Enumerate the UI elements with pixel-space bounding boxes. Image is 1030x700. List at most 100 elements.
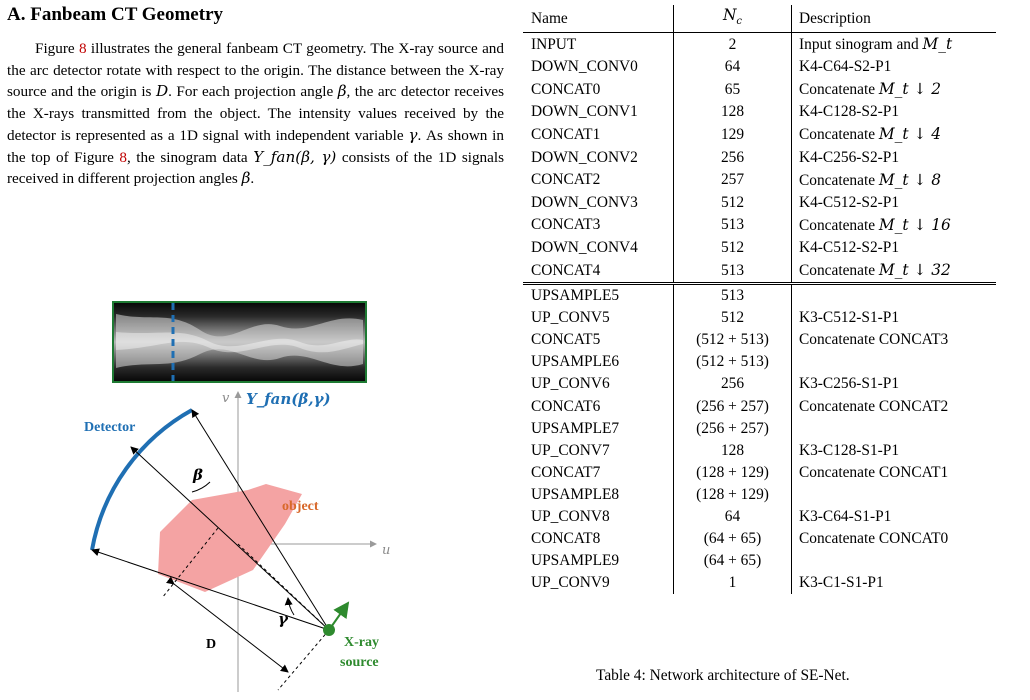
description-text: K3-C512-S1-P1 <box>799 309 900 327</box>
figure-reference-link[interactable]: 8 <box>119 148 127 166</box>
table-row: CONCAT7(128 + 129)Concatenate CONCAT1 <box>523 461 997 484</box>
channel-count-cell: (128 + 129) <box>673 461 792 484</box>
layer-name-cell: UP_CONV9 <box>531 574 610 592</box>
layer-description-cell: Concatenate CONCAT0 <box>792 528 997 550</box>
table-row: UPSAMPLE9(64 + 65) <box>523 550 997 573</box>
layer-name-cell: CONCAT0 <box>531 80 601 98</box>
layer-description-cell: K3-C512-S1-P1 <box>792 307 997 329</box>
beta-arc <box>191 481 211 493</box>
layer-name-cell: CONCAT8 <box>531 530 601 548</box>
layer-name-cell: UP_CONV5 <box>531 309 610 327</box>
layer-description-cell: K3-C128-S1-P1 <box>792 440 997 462</box>
channel-count-cell: (64 + 65) <box>673 550 792 573</box>
table-row: CONCAT5(512 + 513)Concatenate CONCAT3 <box>523 329 997 352</box>
channel-count-cell: (512 + 513) <box>673 351 792 374</box>
math-symbol: D <box>155 82 169 101</box>
v-axis-label: v <box>222 391 230 406</box>
description-math: M_t ↓ 2 <box>878 80 942 99</box>
figure-reference-link[interactable]: 8 <box>78 40 87 57</box>
description-text: Concatenate CONCAT2 <box>799 397 949 415</box>
channel-count-cell: 513 <box>673 213 792 237</box>
table-row: CONCAT6 (256 + 257) Concatenate CONCAT2 <box>523 395 996 418</box>
math-symbol: Y_fan(β, γ) <box>253 147 337 166</box>
layer-name-cell: UPSAMPLE8 <box>531 485 620 503</box>
layer-description-cell: K4-C256-S2-P1 <box>792 147 997 169</box>
channel-count-cell: (256 + 257) <box>673 395 792 418</box>
description-text: K4-C128-S2-P1 <box>799 103 900 121</box>
channel-count-cell: (512 + 513) <box>673 329 792 352</box>
layer-name-cell: INPUT <box>523 32 674 57</box>
layer-description-cell: Concatenate CONCAT1 <box>792 462 997 484</box>
layer-name-cell: CONCAT6 <box>531 397 601 415</box>
layer-description-cell: K3-C64-S1-P1 <box>792 506 997 528</box>
layer-description-cell: K4-C64-S2-P1 <box>792 56 997 78</box>
channel-count-cell: 256 <box>673 373 792 396</box>
layer-name-cell: CONCAT2 <box>531 171 601 189</box>
layer-name-cell: DOWN_CONV2 <box>531 148 638 166</box>
layer-description-cell: Input sinogram and M_t <box>791 32 996 57</box>
table-row: UPSAMPLE7(256 + 257) <box>523 417 996 440</box>
layer-name-cell: UPSAMPLE6 <box>531 353 620 371</box>
layer-description-cell <box>792 550 997 572</box>
description-math: M_t ↓ 16 <box>878 215 951 234</box>
layer-description-cell: Concatenate M_t ↓ 16 <box>792 214 997 237</box>
math-symbol: β <box>337 82 347 101</box>
layer-name-cell: UPSAMPLE7 <box>531 419 620 437</box>
description-text: Concatenate <box>799 171 879 189</box>
description-text: K3-C128-S1-P1 <box>799 441 900 459</box>
channel-count-cell: 513 <box>673 259 792 284</box>
channel-count-cell: 128 <box>673 101 792 124</box>
section-title: A. Fanbeam CT Geometry <box>7 4 224 25</box>
d-dimension <box>166 576 289 673</box>
channel-count-cell: 512 <box>673 236 792 260</box>
paragraph-text: . As shown in the top of Figure <box>7 126 504 166</box>
u-axis-label: u <box>382 543 390 558</box>
beta-label: β <box>192 466 203 484</box>
description-text: K3-C1-S1-P1 <box>799 574 884 592</box>
header-nc-symbol: Nc <box>722 6 743 28</box>
sinogram-image <box>112 301 367 383</box>
description-text: K4-C256-S2-P1 <box>799 148 900 166</box>
source-label: source <box>340 655 379 670</box>
description-text: K3-C256-S1-P1 <box>799 375 900 393</box>
detector-arc <box>90 408 193 551</box>
layer-name-cell: DOWN_CONV4 <box>531 238 638 256</box>
description-text: Concatenate <box>799 262 879 280</box>
channel-count-cell: 2 <box>673 32 792 57</box>
channel-count-cell: 65 <box>673 78 792 102</box>
description-text: K4-C64-S2-P1 <box>799 58 892 76</box>
layer-description-cell: K3-C1-S1-P1 <box>792 572 997 594</box>
ray-top <box>191 409 330 631</box>
layer-description-cell <box>792 351 997 373</box>
description-math: M_t ↓ 8 <box>878 170 942 189</box>
description-math: M_t <box>922 35 953 54</box>
object-label: object <box>282 499 319 514</box>
channel-count-cell: 129 <box>673 123 792 147</box>
table-row: UPSAMPLE6 (512 + 513) <box>523 351 997 374</box>
channel-count-cell: 513 <box>673 282 792 308</box>
paragraph-text: , the arc detector receives the X-rays t… <box>7 83 504 144</box>
paragraph-text: , the sinogram data <box>126 148 254 166</box>
channel-count-cell: 128 <box>673 439 792 462</box>
layer-name-cell: CONCAT1 <box>531 125 601 143</box>
header-description: Description <box>799 10 871 28</box>
channel-count-cell: (128 + 129) <box>673 483 792 507</box>
description-text: Concatenate CONCAT3 <box>799 331 949 349</box>
sinogram-label: Y_fan(β,γ) <box>246 390 331 408</box>
description-math: M_t ↓ 4 <box>878 125 942 144</box>
channel-count-cell: 512 <box>673 191 792 214</box>
layer-description-cell: Concatenate CONCAT3 <box>792 329 997 351</box>
